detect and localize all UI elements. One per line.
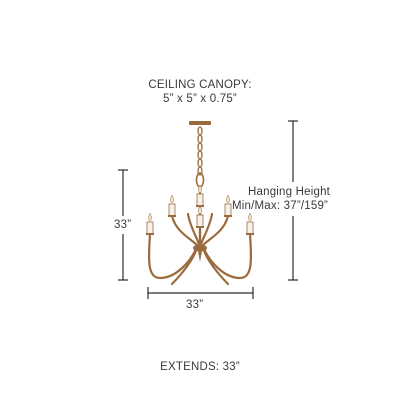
arm-upper-left (170, 214, 200, 248)
arm-outer-right (202, 232, 253, 280)
chandelier-arms (147, 212, 253, 286)
candle-upper-right (224, 194, 232, 217)
height-dimension-label: 33” (114, 219, 132, 231)
extends-label: EXTENDS: 33” (160, 361, 240, 373)
arm-mid-right (199, 212, 214, 246)
hanging-height-title: Hanging Height (248, 186, 331, 198)
arm-upper-right (200, 214, 230, 248)
arm-outer-left (147, 232, 198, 280)
canopy-size: 5” x 5” x 0.75” (163, 93, 237, 105)
width-dimension-label: 33” (186, 299, 204, 311)
hanging-height-minmax: Min/Max: 37”/159” (232, 200, 329, 212)
hanging-chain (197, 126, 203, 176)
candles (146, 184, 254, 235)
candle-upper-left (168, 194, 176, 217)
arm-inner-left (170, 245, 199, 286)
arm-inner-right (201, 245, 230, 286)
dimension-lines (118, 120, 298, 299)
ceiling-canopy (189, 121, 211, 125)
arm-mid-left (186, 212, 201, 246)
candle-lower-center (196, 205, 204, 228)
candle-top-center (196, 184, 204, 207)
candle-outer-right (246, 212, 254, 235)
canopy-title: CEILING CANOPY: (148, 79, 252, 91)
center-finial (198, 251, 202, 262)
candle-outer-left (146, 212, 154, 235)
